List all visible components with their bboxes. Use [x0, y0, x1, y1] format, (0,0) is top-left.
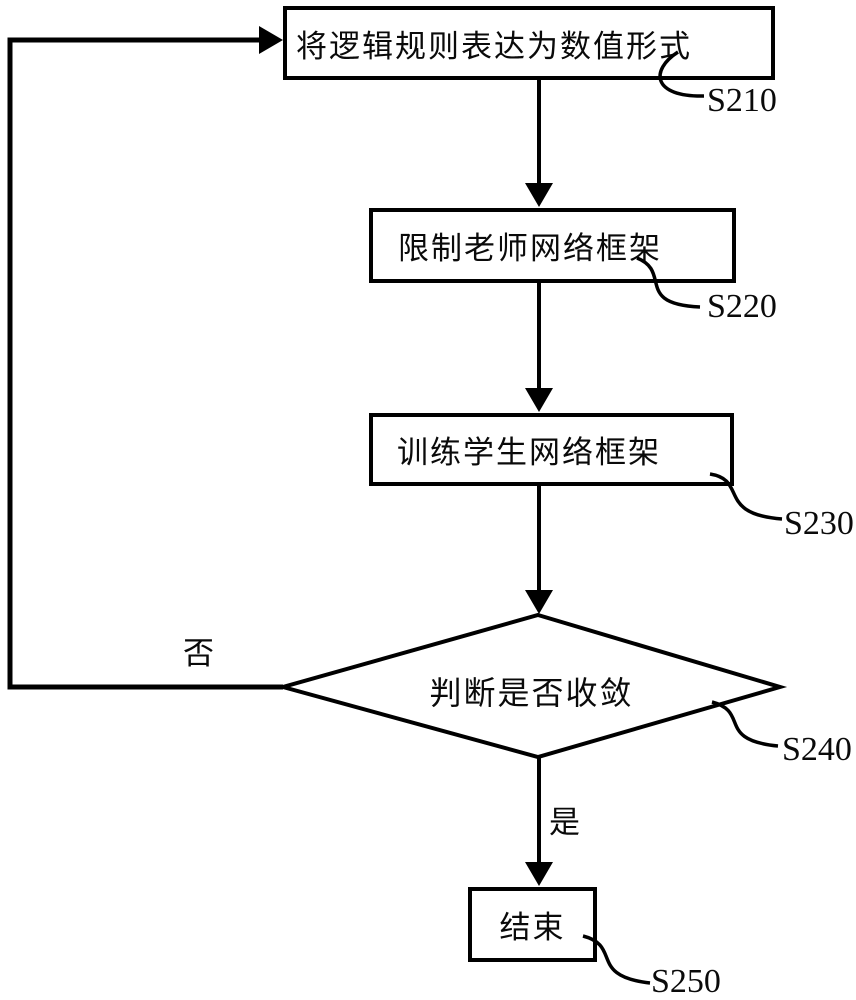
arrowhead-s230-s240 [525, 590, 553, 614]
step-box-s230: 训练学生网络框架 [369, 413, 734, 486]
arrowhead-s240-s250 [525, 862, 553, 886]
branch-label-yes: 是 [549, 805, 580, 840]
step-text-s220: 限制老师网络框架 [398, 231, 662, 266]
step-text-s230: 训练学生网络框架 [397, 435, 661, 470]
arrowhead-s220-s230 [525, 388, 553, 412]
step-text-s250: 结束 [499, 910, 566, 945]
ref-label-s230: S230 [784, 505, 854, 542]
arrowhead-s240-s210 [259, 26, 283, 54]
ref-label-s250: S250 [651, 963, 721, 1000]
branch-label-no: 否 [183, 636, 214, 671]
arrowhead-s210-s220 [525, 183, 553, 207]
step-text-s210: 将逻辑规则表达为数值形式 [296, 28, 692, 64]
ref-label-s220: S220 [707, 288, 777, 325]
edge-s240-s210-loop [7, 37, 283, 690]
step-box-s250: 结束 [468, 887, 597, 962]
ref-label-s210: S210 [707, 82, 777, 119]
step-box-s210: 将逻辑规则表达为数值形式 [283, 6, 775, 80]
step-text-s240: 判断是否收敛 [429, 675, 634, 711]
ref-label-s240: S240 [782, 731, 852, 768]
step-box-s220: 限制老师网络框架 [369, 208, 736, 283]
